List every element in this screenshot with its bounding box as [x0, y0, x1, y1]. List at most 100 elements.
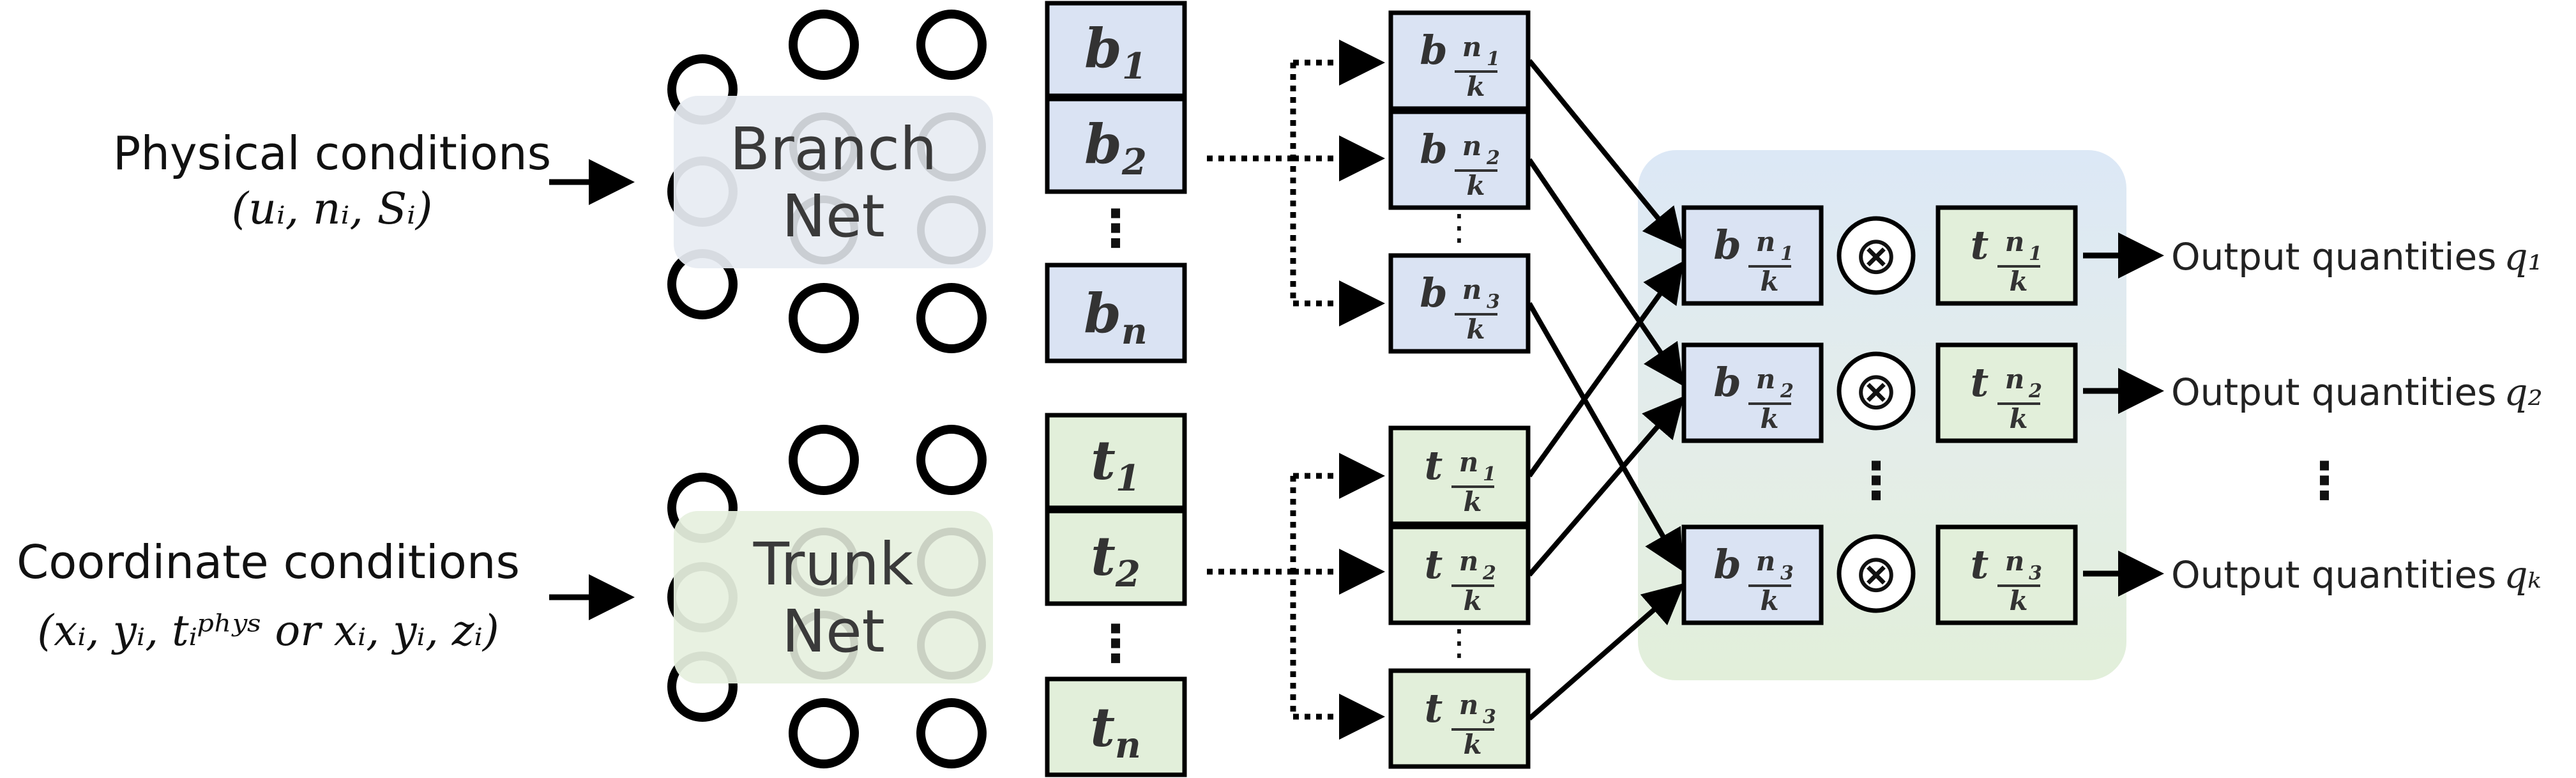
svg-text:b: b [1420, 270, 1447, 316]
multiply-operator-symbol: ⊗ [1854, 361, 1898, 422]
branch-neuron-hidden [789, 195, 858, 264]
svg-text:k: k [1463, 729, 1481, 760]
product-trunk-label: t n 1 k [1971, 222, 2042, 297]
coordinate-conditions-title: Coordinate conditions [17, 535, 520, 589]
branch-net-box [674, 96, 993, 268]
svg-text:b: b [1713, 541, 1741, 588]
svg-text:k: k [1463, 585, 1481, 616]
trunk-group-cell [1388, 668, 1531, 769]
svg-text:t: t [1425, 685, 1443, 731]
svg-text:n: n [1756, 226, 1776, 257]
product-trunk-cell [1936, 342, 2078, 443]
trunk-output-cell [1045, 676, 1187, 777]
trunk-neuron-hidden [917, 611, 986, 680]
svg-text:n: n [1459, 545, 1479, 577]
product-trunk-cell [1936, 524, 2078, 625]
product-branch-label: b n 3 k [1713, 541, 1794, 616]
product-row-1: b n 1 k ⊗ t n 1 k [1681, 205, 2078, 306]
branch-net: Branch Net [667, 10, 993, 353]
svg-text:k: k [1760, 266, 1778, 297]
trunk-output-cell [1045, 508, 1187, 606]
multiply-operator-circle [1837, 216, 1916, 295]
svg-text:k: k [1760, 585, 1778, 616]
branch-group-cell [1388, 10, 1531, 111]
svg-text:1: 1 [1483, 463, 1496, 485]
output-label-text: Output quantities [2171, 553, 2496, 597]
output-arrows [2083, 233, 2164, 597]
trunk-group-cell [1388, 425, 1531, 526]
svg-text:n: n [2005, 226, 2025, 257]
svg-text:n: n [1459, 446, 1479, 478]
svg-text:k: k [1466, 71, 1485, 102]
product-branch-label: b n 1 k [1713, 222, 1794, 297]
physical-conditions-title: Physical conditions [113, 126, 551, 180]
svg-text:k: k [2009, 403, 2027, 434]
svg-text:k: k [1463, 486, 1481, 517]
trunk-output-t2: t2 [1091, 524, 1140, 595]
product-trunk-cell [1936, 205, 2078, 306]
multiply-operator-symbol: ⊗ [1854, 225, 1898, 286]
trunk-neuron-hidden [917, 528, 986, 597]
output-symbol: q₂ [2504, 370, 2542, 414]
svg-text:k: k [1466, 170, 1485, 201]
physical-conditions-input: Physical conditions (uᵢ, nᵢ, Sᵢ) [113, 126, 551, 234]
branch-output-cell [1045, 1, 1187, 98]
svg-text:b: b [1420, 27, 1447, 73]
svg-text:2: 2 [1482, 562, 1496, 584]
svg-text:3: 3 [1487, 291, 1500, 313]
trunk-neuron-hidden [789, 611, 858, 680]
svg-text:2: 2 [2028, 380, 2042, 402]
output-symbol: qₖ [2504, 553, 2541, 597]
branch-output-cell [1045, 96, 1187, 194]
branch-group-ellipsis: ⋮ [1441, 207, 1477, 248]
trunk-net-label-line1: Trunk [753, 530, 914, 599]
svg-text:n: n [1459, 689, 1479, 721]
svg-text:1: 1 [1780, 243, 1794, 265]
svg-text:1: 1 [2029, 243, 2042, 265]
svg-text:k: k [1466, 314, 1485, 345]
branch-group-2-label: b n 3 k [1420, 270, 1500, 345]
svg-text:n: n [1756, 363, 1776, 395]
coordinate-conditions-formula: (xᵢ, yᵢ, tᵢᵖʰʸˢ or xᵢ, yᵢ, zᵢ) [37, 606, 499, 655]
branch-output-b1: b1 [1084, 17, 1147, 88]
branch-neuron [916, 10, 987, 80]
svg-text:n: n [1462, 274, 1482, 305]
branch-net-label-line1: Branch [730, 115, 937, 183]
svg-text:b: b [1420, 126, 1447, 172]
svg-text:n: n [1462, 31, 1482, 63]
output-ellipsis: ⋮ [2299, 451, 2350, 510]
branch-output-cell [1045, 263, 1187, 363]
branch-output-bn: bn [1084, 282, 1147, 353]
svg-text:1: 1 [1487, 48, 1500, 70]
svg-text:n: n [2005, 363, 2025, 395]
svg-text:k: k [1760, 403, 1778, 434]
multiply-operator-circle [1837, 351, 1916, 431]
branch-output-b2: b2 [1084, 112, 1147, 183]
branch-split-connectors [1207, 40, 1385, 326]
trunk-net: Trunk Net [667, 425, 993, 768]
branch-group-0-label: b n 1 k [1420, 27, 1500, 102]
trunk-group-2-label: t n 3 k [1425, 685, 1496, 760]
trunk-group-1-label: t n 2 k [1425, 541, 1496, 616]
trunk-net-box [674, 511, 993, 683]
branch-neuron-hidden [917, 112, 986, 181]
trunk-neuron-hidden [789, 528, 858, 597]
svg-text:n: n [2005, 545, 2025, 577]
svg-text:b: b [1713, 359, 1741, 406]
svg-text:t: t [1425, 442, 1443, 489]
product-branch-cell [1681, 524, 1824, 625]
crossing-arrows [1527, 59, 1685, 721]
svg-text:b: b [1713, 222, 1741, 268]
product-row-2: b n 2 k ⊗ t n 2 k [1681, 342, 2078, 443]
svg-text:3: 3 [2029, 562, 2042, 584]
branch-output-vector: b1 b2 bn ⋮ [1045, 1, 1187, 363]
svg-text:2: 2 [1780, 380, 1794, 402]
svg-text:3: 3 [1483, 706, 1496, 728]
trunk-output-ellipsis: ⋮ [1090, 614, 1141, 673]
branch-neuron-hidden [789, 112, 858, 181]
